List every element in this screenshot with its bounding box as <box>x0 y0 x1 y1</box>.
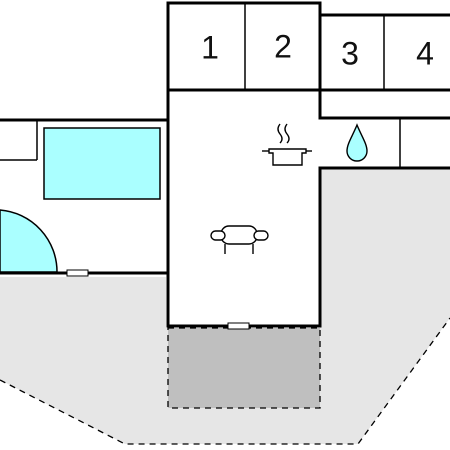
terrace <box>167 327 321 409</box>
shower-icon <box>0 209 58 273</box>
walls <box>0 1 450 328</box>
room-label-4: 4 <box>416 35 434 71</box>
water-drop-icon <box>346 123 368 162</box>
bathtub-icon <box>43 127 161 200</box>
garden-boundary <box>0 317 450 445</box>
room-dividers <box>0 3 401 168</box>
room-label-2: 2 <box>274 28 292 64</box>
sofa-icon <box>210 225 269 254</box>
door-threshold-icon <box>66 269 89 277</box>
room-label-3: 3 <box>341 35 359 71</box>
room-label-1: 1 <box>201 29 219 65</box>
garden-area <box>0 168 450 444</box>
door-threshold-icon <box>227 322 250 330</box>
cooking-pot-icon <box>262 123 312 166</box>
